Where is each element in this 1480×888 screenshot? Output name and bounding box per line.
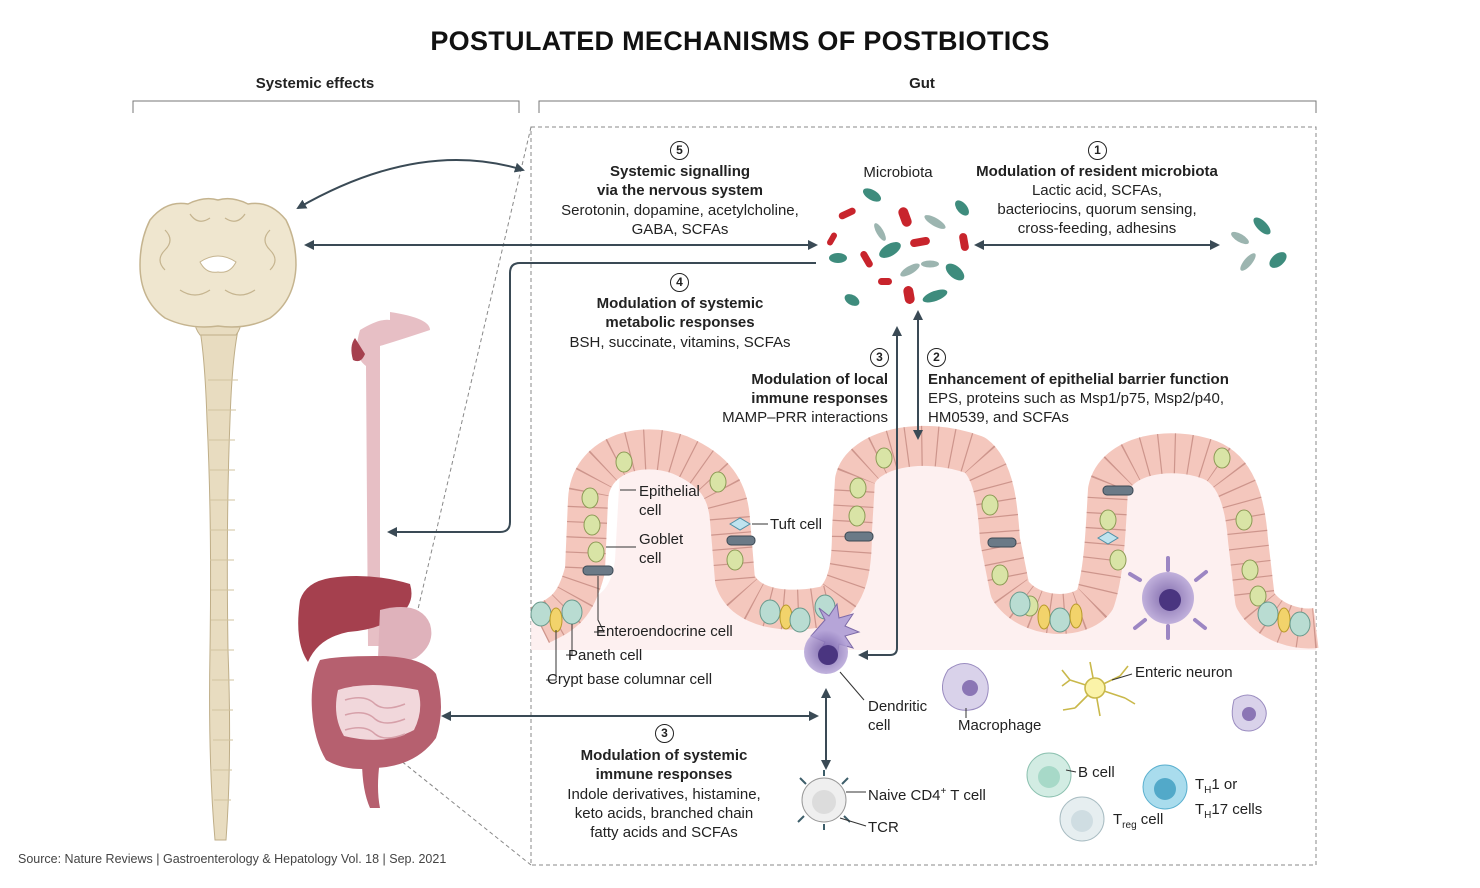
label-enteric-neuron: Enteric neuron (1135, 664, 1233, 681)
section-label-gut: Gut (909, 75, 935, 92)
source-credit: Source: Nature Reviews | Gastroenterolog… (18, 852, 447, 866)
microbiota-cluster (827, 188, 969, 306)
mechanism-1-title: Modulation of resident microbiota (976, 163, 1218, 180)
mechanism-1-number: 1 (1088, 141, 1107, 160)
macrophage-cell-small (1231, 694, 1267, 732)
label-th-cells: TH1 or TH17 cells (1195, 776, 1263, 821)
figure-title: POSTULATED MECHANISMS OF POSTBIOTICS (430, 26, 1050, 56)
mechanism-4-number: 4 (670, 273, 689, 292)
label-paneth-cell: Paneth cell (568, 647, 643, 664)
label-tcr: TCR (868, 819, 899, 836)
microbiota-label: Microbiota (863, 164, 933, 181)
brain-and-spinal-cord (139, 197, 297, 841)
dendritic-cell-local (804, 602, 861, 674)
label-crypt-base-columnar-cell: Crypt base columnar cell (547, 671, 713, 688)
dendritic-cell-right (1128, 556, 1208, 640)
signalling-arrows (296, 158, 1220, 770)
mechanism-3-systemic-text: Indole derivatives, histamine,keto acids… (567, 786, 761, 841)
th-cell (1142, 764, 1188, 810)
mechanism-2-title: Enhancement of epithelial barrier functi… (928, 371, 1229, 388)
mechanism-3-systemic-number: 3 (655, 724, 674, 743)
mechanism-2-number: 2 (927, 348, 946, 367)
label-b-cell: B cell (1078, 764, 1115, 781)
label-tuft-cell: Tuft cell (770, 516, 822, 533)
macrophage-cell (942, 663, 989, 711)
mechanism-2-text: EPS, proteins such as Msp1/p75, Msp2/p40… (928, 390, 1224, 426)
label-macrophage: Macrophage (958, 717, 1042, 734)
mechanism-3-local-number: 3 (870, 348, 889, 367)
b-cell (1026, 752, 1072, 798)
label-treg-cell: Treg cell (1113, 811, 1164, 831)
mechanism-4-text: BSH, succinate, vitamins, SCFAs (569, 334, 791, 351)
mechanism-1-text: Lactic acid, SCFAs,bacteriocins, quorum … (997, 182, 1197, 237)
mechanism-5-text: Serotonin, dopamine, acetylcholine,GABA,… (561, 202, 799, 238)
mechanism-5-number: 5 (670, 141, 689, 160)
label-leaders (546, 489, 1133, 827)
treg-cell (1059, 796, 1105, 842)
enteric-neuron-cell (1061, 661, 1136, 717)
section-label-systemic: Systemic effects (255, 75, 375, 92)
section-brackets (132, 100, 1317, 113)
naive-cd4-t-cell (797, 770, 851, 830)
digestive-organs (298, 312, 441, 808)
intestinal-epithelium (530, 425, 1319, 649)
mechanism-3-local-text: MAMP–PRR interactions (722, 409, 888, 426)
microbiota-small-cluster (1231, 217, 1287, 271)
label-naive-cd4-t-cell: Naive CD4+ T cell (868, 786, 986, 804)
label-enteroendocrine-cell: Enteroendocrine cell (596, 623, 733, 640)
